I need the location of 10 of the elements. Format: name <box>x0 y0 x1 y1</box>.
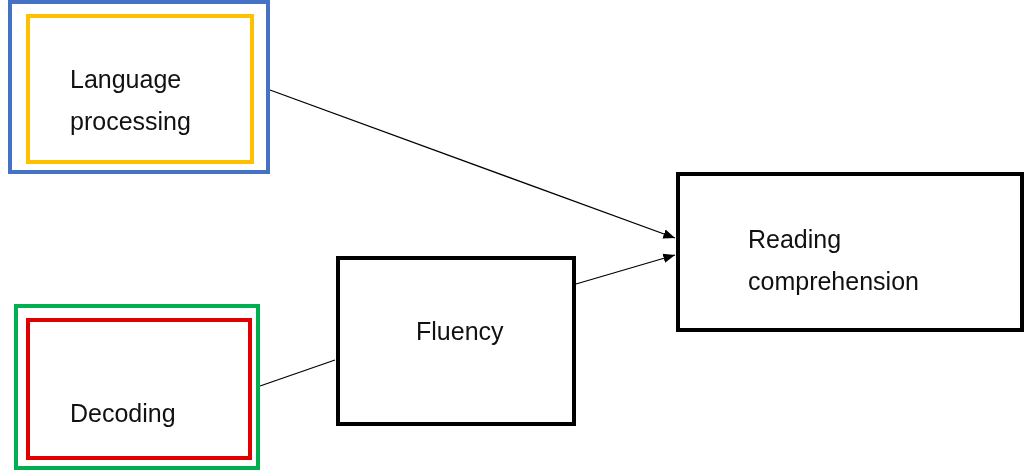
process-box <box>336 256 576 426</box>
box-label: Fluency <box>416 316 505 347</box>
process-box <box>14 304 260 470</box>
box-label: Reading comprehension <box>748 224 920 297</box>
arrow <box>269 89 676 239</box>
box-label: Language processing <box>70 64 192 137</box>
arrow <box>575 253 676 285</box>
box-label: Decoding <box>70 398 177 429</box>
process-box <box>676 172 1024 332</box>
process-box <box>8 0 270 174</box>
